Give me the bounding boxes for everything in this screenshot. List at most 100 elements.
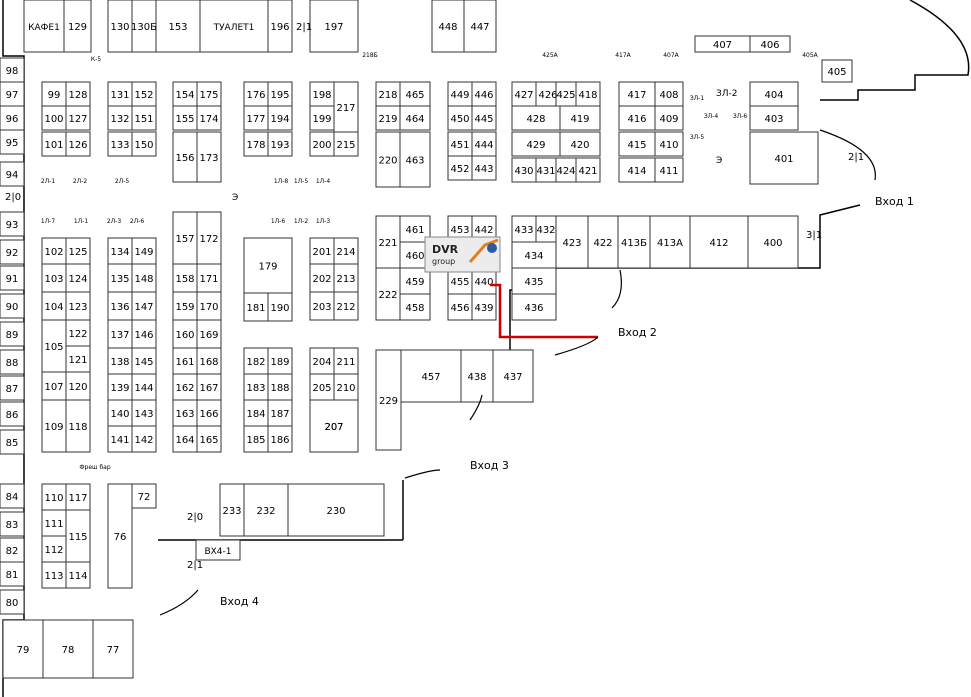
stall-115 [65, 509, 91, 563]
stall-label-164: 164 [175, 435, 194, 446]
stall-label-162: 162 [175, 383, 194, 394]
stall-label-197: 197 [324, 22, 343, 33]
entrance-arcs [159, 129, 876, 616]
stall-136 [107, 291, 133, 321]
stall-185 [243, 425, 269, 453]
stall-label-439: 439 [474, 303, 493, 314]
stall-label-140: 140 [110, 409, 129, 420]
stall-label-433: 433 [514, 225, 533, 236]
svg-text:DVR: DVR [432, 243, 459, 256]
small-label: 2Л-3 [107, 218, 121, 225]
stall-188 [267, 373, 293, 401]
stall-label-207: 207 [324, 422, 343, 433]
small-label: ЗЛ-1 [690, 95, 705, 102]
stall-178 [243, 131, 269, 157]
stall-132 [107, 105, 133, 131]
stall-439 [471, 293, 497, 321]
stall-label-420: 420 [570, 140, 589, 151]
stall-160 [172, 319, 198, 349]
stall-label-401: 401 [774, 154, 793, 165]
stall-117 [65, 483, 91, 511]
stall-label-130: 130 [110, 22, 129, 33]
stair-mark: 2|0 [187, 512, 203, 523]
stall-label-177: 177 [246, 114, 265, 125]
stall-label-203: 203 [312, 302, 331, 313]
stall-label-189: 189 [270, 357, 289, 368]
stall-90 [0, 293, 25, 319]
stall-label-148: 148 [134, 274, 153, 285]
stall-91 [0, 265, 25, 291]
stall-207 [309, 399, 359, 453]
stall-197 [309, 0, 359, 53]
stall-label-442: 442 [474, 225, 493, 236]
stall-159 [172, 291, 198, 321]
stall-label-157: 157 [175, 234, 194, 245]
stall-label-79: 79 [17, 645, 30, 656]
stall-95 [0, 129, 25, 155]
stall-label-133: 133 [110, 140, 129, 151]
stall-141 [107, 425, 133, 453]
stall-84 [0, 483, 25, 509]
side-label: Э [232, 193, 238, 203]
stall-label-403: 403 [764, 114, 783, 125]
stall-103 [41, 263, 67, 293]
stall-label-174: 174 [199, 114, 218, 125]
stall-label-440: 440 [474, 277, 493, 288]
stall-89 [0, 321, 25, 347]
stall-137 [107, 319, 133, 349]
stall-212 [333, 291, 359, 321]
stall-label-205: 205 [312, 383, 331, 394]
entrance-4-label: Вход 4 [220, 595, 259, 608]
stall-label-198: 198 [312, 90, 331, 101]
stall-label-211: 211 [336, 357, 355, 368]
stall-100 [41, 105, 67, 131]
stall-label-169: 169 [199, 330, 218, 341]
stall-195 [267, 81, 293, 107]
stall-92 [0, 239, 25, 265]
stall-label-413А: 413А [657, 238, 683, 249]
stall-label-447: 447 [470, 22, 489, 33]
stall-label-ВХ4-1: ВХ4-1 [204, 547, 231, 557]
stall-232 [243, 483, 289, 537]
stall-97 [0, 81, 25, 107]
stall-403 [749, 105, 799, 131]
stall-label-409: 409 [659, 114, 678, 125]
stall-label-158: 158 [175, 274, 194, 285]
stall-447 [463, 0, 497, 53]
stall-label-161: 161 [175, 357, 194, 368]
stall-label-453: 453 [450, 225, 469, 236]
stall-label-207: 207 [324, 422, 343, 433]
stall-label-434: 434 [524, 251, 543, 262]
stall-label-461: 461 [405, 225, 424, 236]
stall-grid [0, 0, 853, 679]
stall-label-91: 91 [6, 274, 19, 285]
stall-label-200: 200 [312, 140, 331, 151]
stall-98 [0, 57, 25, 83]
stall-label-181: 181 [246, 303, 265, 314]
stall-label-150: 150 [134, 140, 153, 151]
stall-label-465: 465 [405, 90, 424, 101]
stall-label-425: 425 [556, 90, 575, 101]
small-label: 417А [615, 52, 631, 59]
stall-449 [447, 81, 473, 107]
stall-label-196: 196 [270, 22, 289, 33]
stall-190 [267, 292, 293, 322]
stall-120 [65, 371, 91, 401]
stall-label-438: 438 [467, 372, 486, 383]
stall-label-110: 110 [44, 493, 63, 504]
small-label: 1Л-5 [294, 178, 308, 185]
stall-label-146: 146 [134, 330, 153, 341]
stall-157 [172, 211, 198, 265]
stall-label-443: 443 [474, 164, 493, 175]
stall-220 [375, 131, 401, 188]
stall-label-210: 210 [336, 383, 355, 394]
small-label: 1Л-8 [274, 178, 288, 185]
stall-label-436: 436 [524, 303, 543, 314]
stall-label-120: 120 [68, 382, 87, 393]
stall-405 [821, 59, 853, 83]
stall-186 [267, 425, 293, 453]
stall-162 [172, 373, 198, 401]
stall-label-107: 107 [44, 382, 63, 393]
